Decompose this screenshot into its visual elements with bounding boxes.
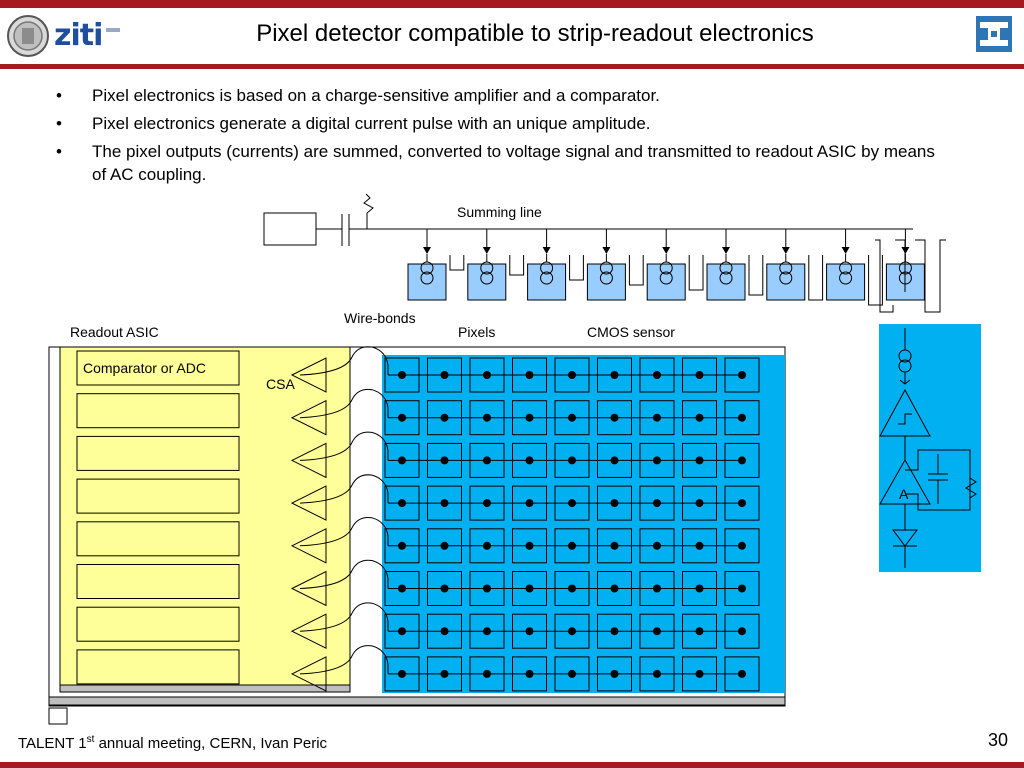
pixels-label: Pixels [458,324,495,340]
csa-amplifier [290,357,327,393]
current-source [480,271,494,285]
summing-pixel-cell [407,263,447,301]
wire-bond [299,388,389,419]
pixel-grid [290,346,760,692]
asic-bottom-strip [59,684,351,693]
wire-bond [299,645,389,675]
routing-u [569,255,584,281]
summing-pixel-cell [586,263,626,301]
current-source [659,271,673,285]
tap-arrow [423,247,431,254]
csa-amplifier [290,656,327,692]
tap-arrow [602,247,611,254]
comparator-box [76,606,240,642]
comparator-box [76,564,240,599]
comparator-box [76,649,240,685]
tap-arrow [662,247,671,254]
routing-u [868,255,883,306]
bias-resistor [363,193,374,214]
csa-amplifier [290,442,327,479]
wire-bond [299,474,389,504]
csa-amplifier [290,570,327,607]
footer-divider [0,762,1024,768]
bullet-text: Pixel electronics is based on a charge-s… [92,86,660,105]
routing-u [748,255,764,296]
corner-pad [48,707,68,725]
current-source [540,271,554,285]
readout-asic-label: Readout ASIC [70,324,159,340]
slide-footer: TALENT 1st annual meeting, CERN, Ivan Pe… [18,734,328,752]
csa-label: CSA [266,376,295,392]
wire-bonds-label: Wire-bonds [344,310,416,326]
current-source [599,271,613,285]
comparator-label: Comparator or ADC [83,360,206,376]
routing-tail [875,239,894,313]
csa-amplifier [290,399,327,436]
top-red-bar [0,0,1024,8]
tap-arrow [482,247,491,254]
routing-u [688,255,704,291]
comparator-box [76,350,240,386]
current-source [719,271,733,285]
header-divider [0,64,1024,69]
summing-line-label: Summing line [457,204,542,220]
ziti-logo: ziti [54,16,124,56]
summing-pixel-cell [527,263,567,301]
summing-pixel-cell [646,263,686,301]
tap-arrow [722,247,730,254]
bullet-text: The pixel outputs (currents) are summed,… [92,142,935,184]
bullet-item: •The pixel outputs (currents) are summed… [56,142,935,184]
slide-title: Pixel detector compatible to strip-reado… [256,20,814,47]
comparator-box [76,478,240,514]
ziti-logo-mark [106,28,120,32]
comparator-box [76,393,240,429]
comparator-box [76,435,240,471]
pixel-schematic: A [879,324,981,572]
current-source [779,271,793,285]
csa-amplifier [290,527,327,564]
csa-amplifier [290,485,327,521]
routing-u [449,255,465,271]
readout-input-box [263,212,317,246]
summing-pixel-cell [467,263,507,301]
diode [892,529,918,547]
ziti-logo-text: ziti [54,18,103,53]
routing-tail [895,239,906,292]
bullet-item: •Pixel electronics is based on a charge-… [56,86,660,105]
amplifier-label: A [899,486,909,502]
bullet-list: •Pixel electronics is based on a charge-… [48,84,948,191]
summing-pixel-cell [826,263,866,301]
current-source [839,271,853,285]
tap-arrow [542,247,551,254]
summing-pixel-cell [766,263,806,301]
csa-amplifier [290,613,327,650]
bullet-item: •Pixel electronics generate a digital cu… [56,114,651,133]
wire-bond [299,602,389,632]
asic-channels [76,350,240,685]
routing-tail [915,239,946,313]
routing-u [509,255,525,276]
wire-bond [299,559,389,589]
page-number: 30 [988,730,1009,750]
current-source [420,271,434,285]
wire-bond [299,431,389,461]
institute-logo [976,16,1012,52]
wire-bond [299,346,389,376]
comparator-box [76,521,240,557]
wire-bond [299,517,389,547]
sensor-bottom-strip [48,696,786,706]
university-seal-logo [7,15,49,57]
routing-u [628,255,644,286]
cmos-sensor-label: CMOS sensor [587,324,675,340]
summing-pixel-cell [706,263,746,301]
routing-u [808,255,824,301]
tap-arrow [781,247,790,254]
tap-arrow [841,247,850,254]
bullet-text: Pixel electronics generate a digital cur… [92,114,651,133]
summing-line-circuit [263,193,946,313]
